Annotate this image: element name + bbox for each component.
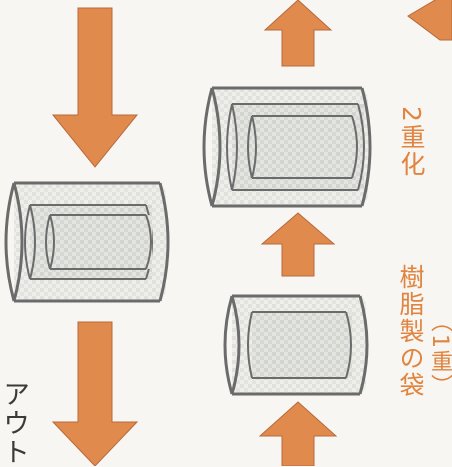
arrow-up-icon	[260, 212, 336, 277]
double-bag-cylinder-icon	[202, 86, 372, 208]
double-bag-label: 2重化	[397, 106, 426, 178]
arrow-down-icon	[51, 7, 139, 168]
arrow-down-icon	[51, 321, 139, 466]
single-bag-sub-label: （1重）	[427, 310, 452, 398]
cut-off-label: アウト	[0, 380, 29, 467]
single-bag-label: 樹脂製の袋	[396, 264, 425, 399]
arrow-up-icon	[407, 0, 452, 41]
single-bag-cylinder-icon	[223, 294, 369, 396]
arrow-up-icon	[258, 401, 338, 466]
arrow-up-icon	[263, 0, 333, 67]
triple-bag-cylinder-icon	[4, 181, 170, 303]
